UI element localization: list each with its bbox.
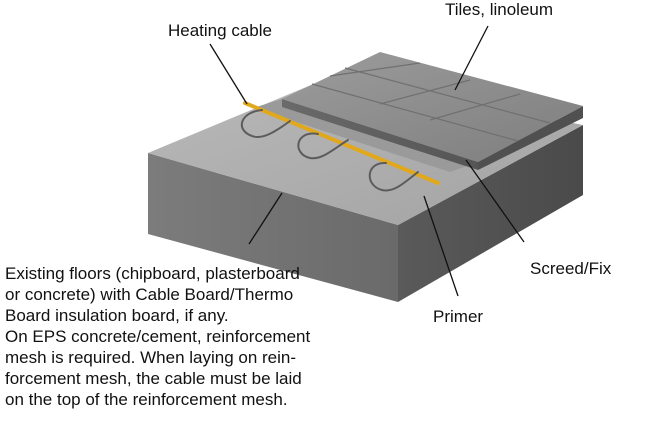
tile-joints — [311, 62, 551, 142]
heating-cable — [240, 101, 440, 192]
description-line: on the top of the reinforcement mesh. — [5, 390, 288, 409]
tile-layer-right — [478, 106, 583, 170]
description-line: forcement mesh, the cable must be laid — [5, 369, 302, 388]
existing-floor-description: Existing floors (chipboard, plasterboard… — [5, 263, 395, 410]
tile-layer-top — [282, 52, 583, 162]
description-line: mesh is required. When laying on rein- — [5, 348, 297, 367]
description-line: or concrete) with Cable Board/Thermo — [5, 285, 294, 304]
primer-label: Primer — [433, 307, 484, 326]
primer-layer — [253, 99, 478, 172]
heating-cable-label: Heating cable — [168, 21, 272, 40]
leader-lines — [209, 25, 525, 297]
leader-primer — [423, 195, 459, 297]
tiles-label: Tiles, linoleum — [445, 0, 554, 19]
description-line: Existing floors (chipboard, plasterboard — [5, 264, 300, 283]
leader-screed — [465, 159, 525, 243]
screed-label: Screed/Fix — [530, 259, 612, 278]
slab-front-face — [148, 153, 398, 302]
tile-layer-side — [282, 99, 478, 170]
leader-heating-cable — [209, 43, 248, 105]
description-line: On EPS concrete/cement, reinforcement — [5, 327, 311, 346]
leader-tiles — [454, 25, 489, 91]
slab-right-face — [398, 125, 583, 302]
description-line: Board insulation board, if any. — [5, 306, 229, 325]
leader-existing-floor — [248, 192, 283, 245]
